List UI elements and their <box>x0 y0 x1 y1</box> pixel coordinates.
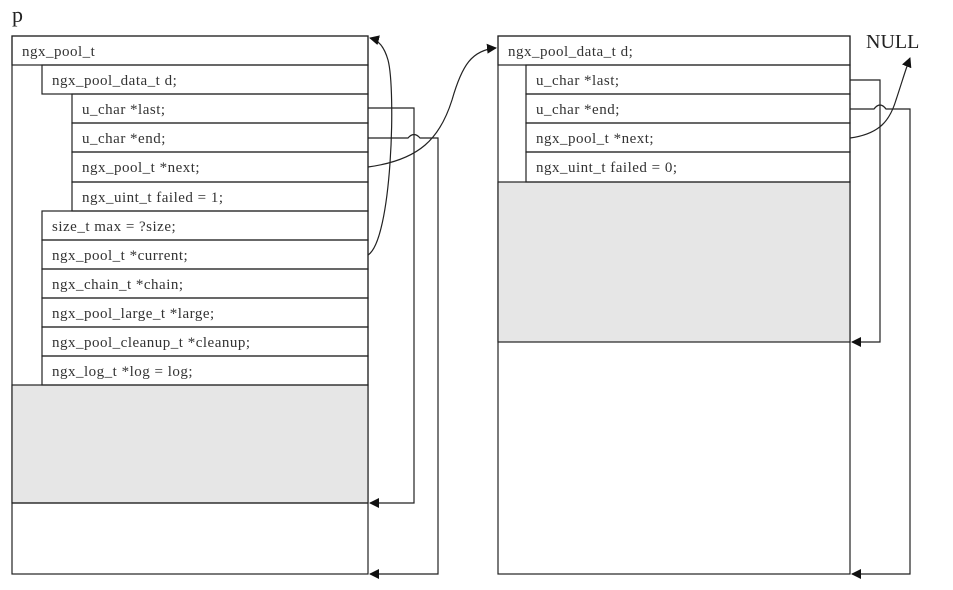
pool-p-end-text: u_char *end; <box>82 131 166 147</box>
pool-p: ngx_pool_t ngx_pool_data_t d; u_char *la… <box>11 35 369 575</box>
pool-p-current-text: ngx_pool_t *current; <box>52 248 188 264</box>
pool-next-failed-row <box>525 151 851 183</box>
pool-p-data-text: ngx_pool_data_t d; <box>52 73 177 89</box>
pool-p-max-text: size_t max = ?size; <box>52 219 176 235</box>
pool-p-next-arrow <box>367 43 497 168</box>
pool-p-used-region <box>11 384 369 504</box>
pool-p-current-arrow <box>367 35 393 256</box>
null-label: NULL <box>866 31 919 53</box>
pool-next-last-arrow <box>850 79 881 347</box>
pool-next-last-text: u_char *last; <box>536 73 620 89</box>
pool-p-last-text: u_char *last; <box>82 102 166 118</box>
pool-p-last-arrow <box>368 107 415 508</box>
pool-next-failed-text: ngx_uint_t failed = 0; <box>536 160 678 176</box>
pool-p-header-text: ngx_pool_t <box>22 44 96 60</box>
pool-p-log-text: ngx_log_t *log = log; <box>52 364 193 380</box>
pool-next-used-region <box>497 181 851 343</box>
pool-next-data-text: ngx_pool_data_t d; <box>508 44 633 60</box>
pool-next-end-arrow <box>850 104 911 579</box>
pool-pointer-label: p <box>12 2 23 27</box>
pool-p-failed-text: ngx_uint_t failed = 1; <box>82 190 224 206</box>
pool-p-chain-text: ngx_chain_t *chain; <box>52 277 184 293</box>
pool-p-next-text: ngx_pool_t *next; <box>82 160 200 176</box>
pool-p-log-row <box>41 355 369 386</box>
pool-next: ngx_pool_data_t d; u_char *last; u_char … <box>497 35 851 575</box>
pool-p-end-arrow <box>368 133 439 579</box>
pool-p-large-text: ngx_pool_large_t *large; <box>52 306 215 322</box>
pool-next-end-text: u_char *end; <box>536 102 620 118</box>
pool-next-next-text: ngx_pool_t *next; <box>536 131 654 147</box>
pool-next-next-arrow <box>849 57 912 139</box>
pool-p-cleanup-text: ngx_pool_cleanup_t *cleanup; <box>52 335 251 351</box>
